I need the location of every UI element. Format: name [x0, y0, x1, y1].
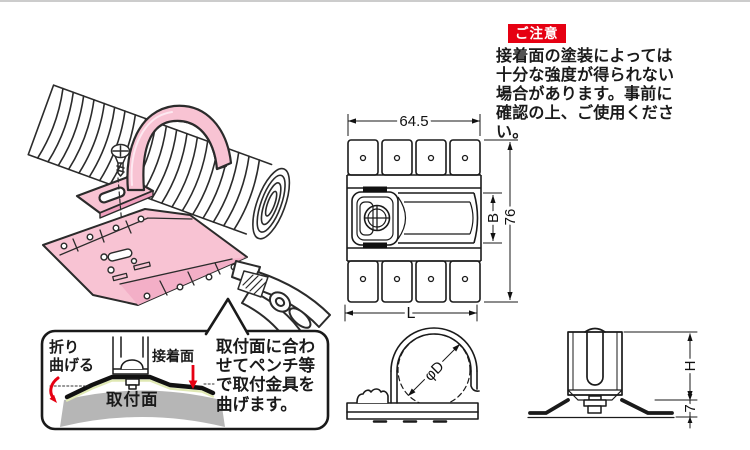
bent-bracket	[64, 374, 216, 400]
dim-label-inner-height: B	[485, 213, 502, 223]
dimension-B	[483, 192, 502, 244]
front-view: H 7	[527, 327, 702, 429]
dim-label-base-height: 7	[682, 404, 699, 412]
adhesive-layer	[65, 379, 215, 402]
dim-label-diameter: φD	[421, 358, 448, 385]
dim-label-height: H	[682, 361, 699, 372]
notice-body: 接着面の塗装によっては 十分な強度が得られない 場合があります。事前に 確認の上…	[496, 48, 675, 141]
fold-label: 折り 曲げる	[49, 339, 95, 374]
dimension-L	[344, 304, 478, 322]
adhesive-surface-label: 接着面	[152, 348, 194, 364]
dimension-76	[484, 139, 518, 303]
plan-view: 64.5 76 B	[346, 110, 522, 303]
installation-illustration	[27, 84, 331, 345]
dim-label-width: 64.5	[399, 113, 428, 130]
bend-instruction-text: 取付面に合わ せてペンチ等 で取付金具を 曲げます。	[216, 338, 315, 414]
pliers-grip-pad	[237, 270, 269, 298]
callout-bubble	[40, 297, 330, 431]
dim-label-length: L	[407, 305, 416, 322]
dimension-phiD	[408, 344, 460, 396]
mounting-surface-label: 取付面	[106, 391, 159, 409]
saddle-top-view	[351, 186, 479, 249]
side-view: L φD	[344, 302, 480, 423]
notice-badge: ご注意	[508, 24, 566, 43]
bubble-tail	[206, 299, 248, 334]
page-top-rule	[0, 0, 750, 2]
mount-surface	[60, 390, 225, 427]
bend-mini-diagram	[49, 336, 225, 427]
adhesive-pointer-icon	[188, 365, 198, 389]
bend-arrow-icon	[49, 376, 60, 403]
base-plate	[42, 208, 248, 306]
screw	[110, 143, 131, 177]
dimension-H	[623, 331, 698, 429]
dimension-64-5	[347, 114, 481, 136]
saddle-clamp	[75, 104, 233, 219]
dim-label-outer-height: 76	[502, 209, 519, 226]
saddle-band	[126, 104, 233, 192]
